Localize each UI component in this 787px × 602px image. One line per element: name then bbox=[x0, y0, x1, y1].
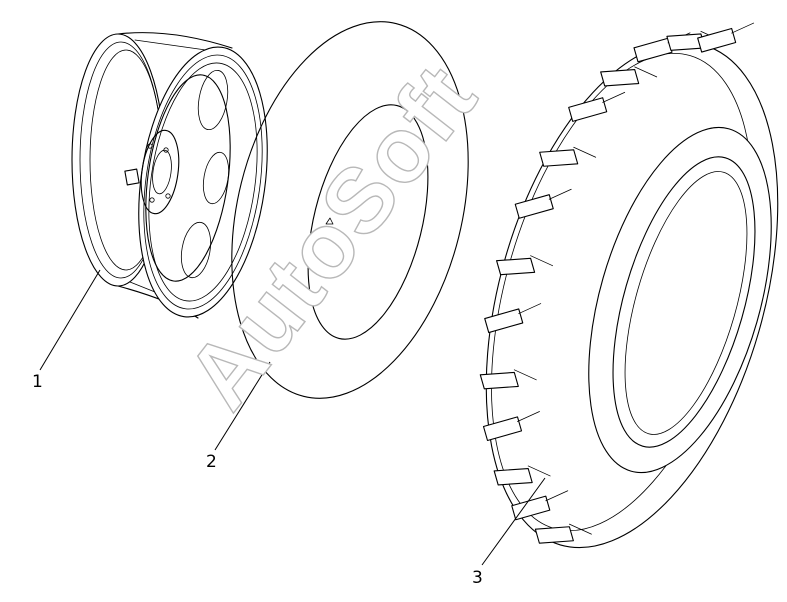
tread-lug bbox=[493, 467, 533, 486]
tread-groove bbox=[634, 66, 658, 78]
tread-groove bbox=[527, 465, 551, 477]
tread-groove bbox=[545, 490, 569, 502]
tread-lug bbox=[482, 416, 523, 442]
tread-lug bbox=[568, 97, 608, 122]
tread-lug bbox=[539, 149, 579, 167]
leader-rim bbox=[39, 269, 101, 371]
tread-lug bbox=[534, 526, 574, 544]
tractor-tire bbox=[479, 22, 779, 549]
tread-groove bbox=[573, 146, 597, 158]
tread-lug bbox=[514, 194, 554, 219]
leader-tire bbox=[481, 477, 546, 566]
tread-groove bbox=[518, 303, 542, 314]
tread-lug bbox=[697, 27, 737, 53]
tread-lug bbox=[633, 37, 673, 63]
tread-groove bbox=[530, 255, 553, 267]
callout-tube: 2 bbox=[206, 452, 217, 472]
wheel-rim bbox=[71, 32, 268, 319]
tread-groove bbox=[517, 411, 540, 422]
tread-lug bbox=[479, 371, 519, 390]
tread-groove bbox=[731, 22, 755, 34]
callout-tire: 3 bbox=[472, 568, 483, 588]
tread-groove bbox=[513, 369, 537, 381]
tread-lug bbox=[511, 495, 551, 521]
tread-lug bbox=[484, 308, 524, 334]
tread-groove bbox=[568, 523, 592, 535]
callout-rim: 1 bbox=[32, 372, 43, 392]
tread-groove bbox=[548, 188, 572, 200]
inner-tube bbox=[231, 21, 469, 399]
tread-groove bbox=[602, 91, 626, 103]
leader-tube bbox=[214, 361, 271, 451]
tread-lug bbox=[600, 68, 640, 87]
tread-lug bbox=[496, 257, 536, 276]
